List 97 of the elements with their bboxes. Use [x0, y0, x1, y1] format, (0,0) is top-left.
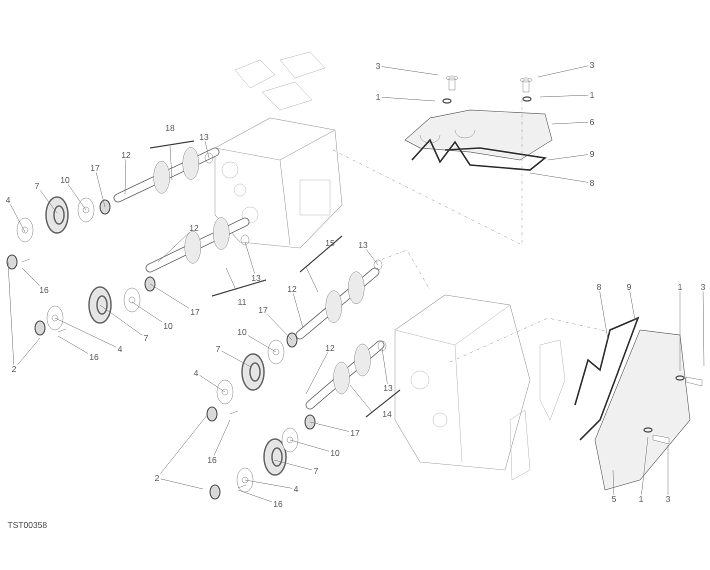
callout-number: 5	[612, 496, 616, 502]
callout-number: 4	[294, 486, 298, 492]
callout-number: 17	[190, 309, 200, 315]
callout-number: 6	[590, 119, 594, 125]
leader-line	[238, 490, 272, 502]
leader-line	[150, 284, 190, 308]
leader-line	[382, 66, 438, 76]
leader-line	[290, 440, 330, 452]
callout-number: 9	[627, 284, 631, 290]
leader-line	[160, 414, 208, 474]
leader-line	[350, 384, 372, 412]
callout-number: 7	[35, 183, 39, 189]
leader-line	[630, 291, 636, 320]
callout-number: 7	[216, 346, 220, 352]
leader-line	[8, 262, 14, 365]
callout-number: 8	[597, 284, 601, 290]
leader-line	[530, 172, 588, 183]
callout-number: 3	[376, 63, 380, 69]
leader-line	[170, 146, 172, 180]
leader-line	[292, 293, 304, 328]
callout-number: 10	[60, 177, 70, 183]
callout-number: 17	[258, 307, 268, 313]
callout-number: 1	[590, 92, 594, 98]
leader-line	[382, 348, 388, 384]
leader-line	[306, 266, 318, 292]
leader-line	[10, 204, 26, 232]
callout-number: 4	[118, 346, 122, 352]
callout-number: 13	[384, 385, 392, 391]
callout-number: 1	[639, 496, 643, 502]
leader-line	[96, 172, 106, 208]
callout-number: 1	[678, 284, 682, 290]
callout-number: 7	[144, 335, 148, 341]
callout-number: 12	[190, 225, 198, 231]
leader-line	[366, 249, 378, 266]
leader-line	[612, 470, 614, 495]
callout-number: 17	[90, 165, 100, 171]
leader-line	[382, 97, 436, 102]
leader-line	[266, 314, 292, 340]
callout-number: 2	[12, 366, 16, 372]
leader-line	[274, 460, 312, 470]
leader-line	[244, 480, 292, 489]
callout-number: 16	[90, 354, 98, 360]
callout-number: 13	[252, 275, 260, 281]
callout-number: 7	[314, 468, 318, 474]
callout-number: 8	[590, 180, 594, 186]
leader-line	[160, 478, 204, 490]
callout-number: 10	[330, 450, 340, 456]
callout-number: 13	[200, 134, 208, 140]
callout-number: 18	[166, 125, 174, 131]
leader-line	[244, 242, 255, 274]
callout-number: 10	[164, 323, 172, 329]
callout-number: 3	[700, 284, 705, 290]
callout-number: 10	[238, 329, 246, 335]
leader-line	[17, 338, 40, 365]
leader-line	[132, 302, 162, 322]
callout-number: 13	[358, 242, 368, 248]
leader-line	[540, 94, 588, 98]
callout-number: 17	[350, 430, 360, 436]
leader-line	[204, 141, 210, 158]
leader-line	[124, 159, 126, 194]
drawing-code: TST00358	[8, 522, 47, 528]
leader-line	[306, 352, 328, 394]
callout-number: 16	[274, 501, 282, 507]
callout-number: 14	[382, 411, 392, 417]
leader-line	[248, 335, 276, 352]
leader-line	[54, 318, 116, 348]
leader-line	[68, 184, 86, 210]
callout-number: 16	[40, 287, 48, 293]
callout-number: 12	[122, 152, 130, 158]
leader-line	[100, 304, 142, 336]
leader-line	[200, 375, 226, 392]
leader-line	[22, 268, 40, 286]
leader-line	[58, 336, 88, 354]
leader-line	[538, 66, 588, 78]
callout-number: 3	[666, 496, 670, 502]
leader-line	[222, 350, 252, 368]
callout-number: 15	[326, 240, 334, 246]
leader-line	[552, 122, 588, 124]
leader-line	[214, 420, 230, 456]
callout-number: 12	[326, 345, 334, 351]
leader-line	[226, 268, 236, 290]
leader-line	[40, 190, 58, 214]
leader-line	[641, 436, 648, 495]
callout-number: 11	[238, 299, 246, 305]
leader-line	[600, 291, 608, 340]
leader-line	[548, 154, 588, 160]
callout-number: 3	[590, 62, 594, 68]
leader-line	[158, 232, 190, 262]
leader-line	[310, 422, 350, 432]
callout-number: 1	[376, 94, 380, 100]
callout-number: 4	[6, 197, 10, 203]
leader-line	[702, 291, 704, 366]
callout-number: 2	[155, 475, 159, 481]
callout-number: 9	[590, 151, 594, 157]
callout-number: 16	[208, 457, 216, 463]
callout-number: 4	[194, 370, 198, 376]
callout-number: 12	[288, 286, 296, 292]
